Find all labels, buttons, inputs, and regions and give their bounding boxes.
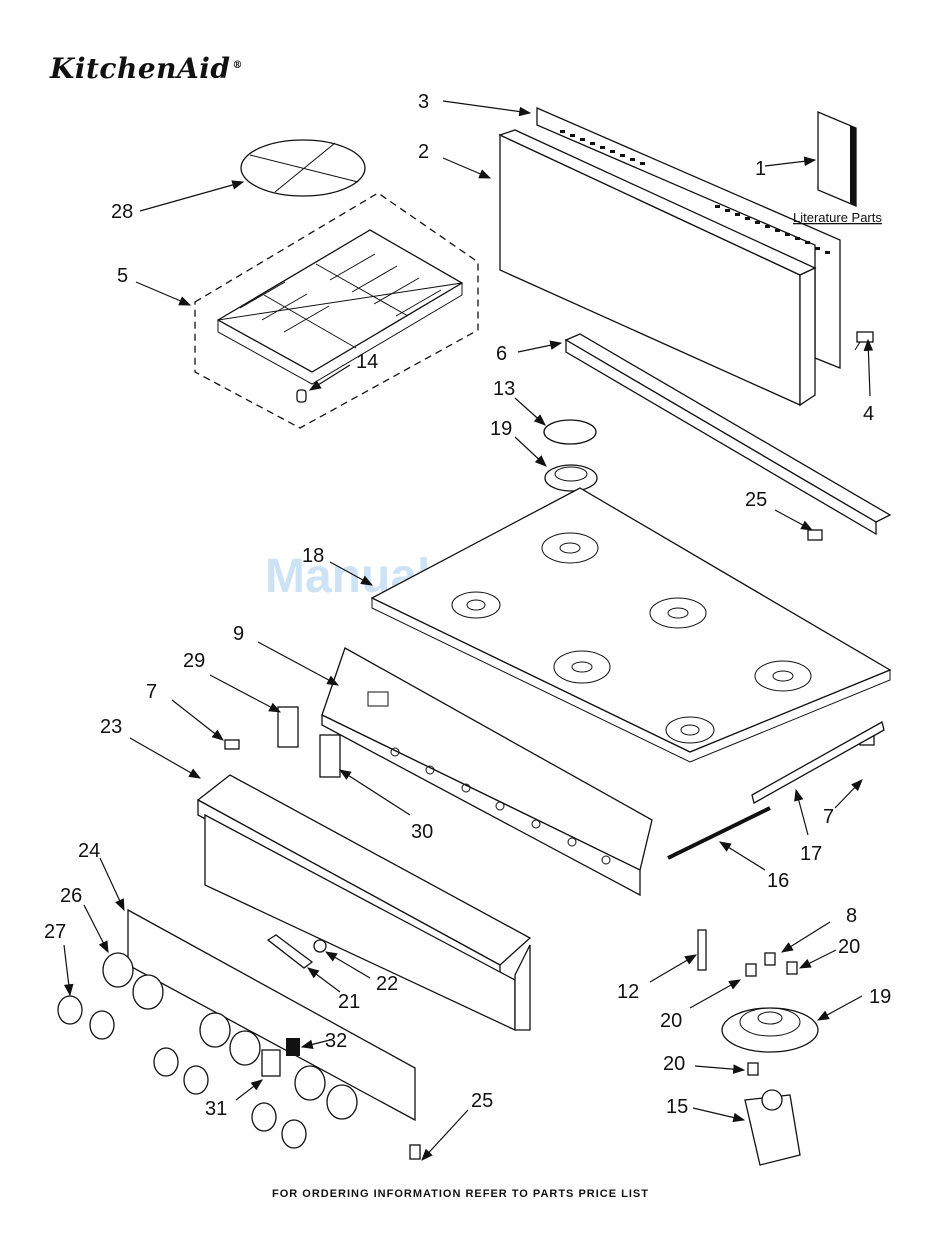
- callout-7-right: 7: [823, 806, 834, 828]
- callout-14: 14: [356, 351, 378, 373]
- callout-3: 3: [418, 91, 429, 113]
- callout-23: 23: [100, 716, 122, 738]
- callout-18: 18: [302, 545, 324, 567]
- callout-13: 13: [493, 378, 515, 400]
- callout-9: 9: [233, 623, 244, 645]
- part-25-screw-right[interactable]: [808, 530, 822, 540]
- part-7-screw-left[interactable]: [225, 740, 239, 749]
- part-30-bracket[interactable]: [320, 735, 340, 777]
- callout-21: 21: [338, 991, 360, 1013]
- callout-25-bottom: 25: [471, 1090, 493, 1112]
- callout-20-b: 20: [660, 1010, 682, 1032]
- part-25-screw-bottom[interactable]: [410, 1145, 420, 1159]
- part-28-cover[interactable]: [241, 140, 365, 196]
- callout-12: 12: [617, 981, 639, 1003]
- callout-1: 1: [755, 158, 766, 180]
- callout-25-top: 25: [745, 489, 767, 511]
- callout-29: 29: [183, 650, 205, 672]
- part-5-grates[interactable]: [195, 193, 478, 428]
- part-31-bezel[interactable]: [262, 1050, 280, 1076]
- part-21-badge[interactable]: [268, 935, 312, 968]
- callout-27: 27: [44, 921, 66, 943]
- callout-24: 24: [78, 840, 100, 862]
- part-22-nut[interactable]: [314, 940, 326, 952]
- part-16-rod[interactable]: [668, 808, 770, 858]
- part-29-bracket[interactable]: [278, 707, 298, 747]
- part-14-foot[interactable]: [297, 390, 306, 402]
- callout-8: 8: [846, 905, 857, 927]
- callout-2: 2: [418, 141, 429, 163]
- callout-22: 22: [376, 973, 398, 995]
- callout-32: 32: [325, 1030, 347, 1052]
- callout-15: 15: [666, 1096, 688, 1118]
- callout-17: 17: [800, 843, 822, 865]
- literature-label: Literature Parts: [793, 210, 882, 225]
- callout-20-c: 20: [663, 1053, 685, 1075]
- callout-16: 16: [767, 870, 789, 892]
- callout-19-top: 19: [490, 418, 512, 440]
- callout-19-bottom: 19: [869, 986, 891, 1008]
- callout-28: 28: [111, 201, 133, 223]
- callout-26: 26: [60, 885, 82, 907]
- part-4-screw[interactable]: [855, 332, 873, 350]
- part-1-literature[interactable]: [818, 112, 856, 206]
- part-13-burner-cap[interactable]: [544, 420, 596, 444]
- part-19-burner-base[interactable]: [722, 1008, 818, 1052]
- callout-31: 31: [205, 1098, 227, 1120]
- callout-6: 6: [496, 343, 507, 365]
- callout-5: 5: [117, 265, 128, 287]
- part-32-label[interactable]: [286, 1038, 300, 1056]
- footer-note: FOR ORDERING INFORMATION REFER TO PARTS …: [272, 1188, 649, 1200]
- callout-7-left: 7: [146, 681, 157, 703]
- part-19-burner[interactable]: [545, 465, 597, 491]
- part-12-electrode[interactable]: [698, 930, 706, 970]
- callout-4: 4: [863, 403, 874, 425]
- part-15-valve[interactable]: [745, 1090, 800, 1165]
- part-17-strip[interactable]: [752, 722, 884, 803]
- callout-20-a: 20: [838, 936, 860, 958]
- callout-30: 30: [411, 821, 433, 843]
